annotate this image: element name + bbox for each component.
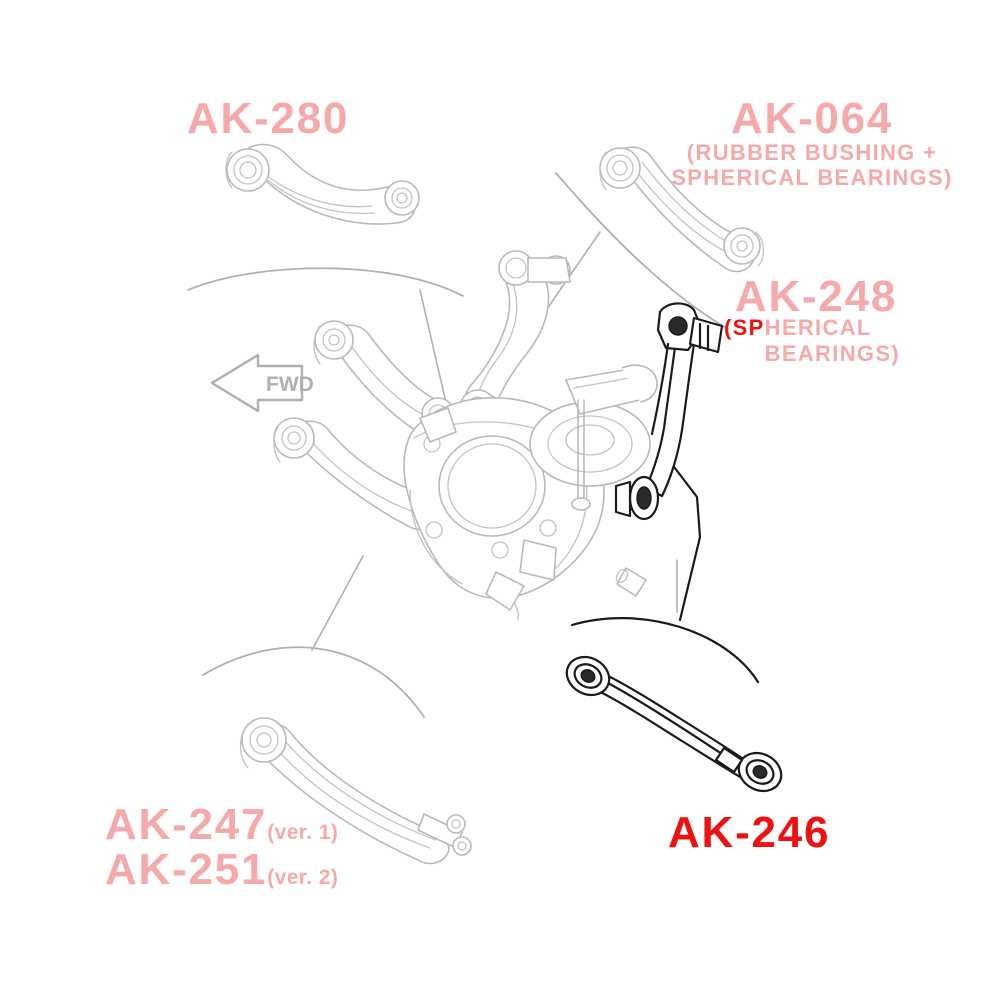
ak248-leader-outline — [666, 457, 702, 622]
callout-arc-ak246 — [570, 559, 760, 684]
part-ak247-trailing-arm — [239, 717, 472, 865]
callout-arc-ak280 — [187, 267, 464, 408]
label-ak-247-row: AK-247 (ver. 1) — [105, 800, 338, 850]
fwd-arrow: FWD — [210, 353, 314, 413]
label-ak-248: AK-248 — [734, 272, 898, 321]
label-ak-248-sub-rest: HERICAL BEARINGS) — [764, 315, 900, 366]
label-ak-064-sub-1: (RUBBER BUSHING + — [686, 140, 938, 165]
part-ak064-arm — [599, 146, 765, 273]
label-ak-246: AK-246 — [668, 808, 831, 857]
label-ak-251-version: (ver. 2) — [267, 866, 339, 889]
part-ak246-arm — [565, 655, 783, 793]
label-ak-280: AK-280 — [186, 94, 350, 143]
label-ak-247-version: (ver. 1) — [267, 821, 339, 844]
label-ak-251-row: AK-251 (ver. 2) — [105, 845, 338, 895]
fwd-arrow-label: FWD — [266, 373, 314, 396]
part-spring-seat — [529, 364, 658, 511]
part-ak280-arm — [225, 143, 420, 225]
label-ak-064-sub-2: SPHERICAL BEARINGS) — [671, 165, 953, 190]
label-ak-248-sub-highlight: (SP — [724, 315, 765, 340]
label-ak-251: AK-251 — [105, 845, 268, 894]
part-small-pin — [615, 567, 647, 597]
part-ak248-link — [614, 302, 724, 521]
callout-arc-ak247 — [202, 555, 425, 718]
label-ak-064: AK-064 — [730, 94, 894, 143]
label-ak-247: AK-247 — [105, 800, 268, 849]
label-ak-248-sub: (SP HERICAL BEARINGS) — [724, 315, 908, 367]
